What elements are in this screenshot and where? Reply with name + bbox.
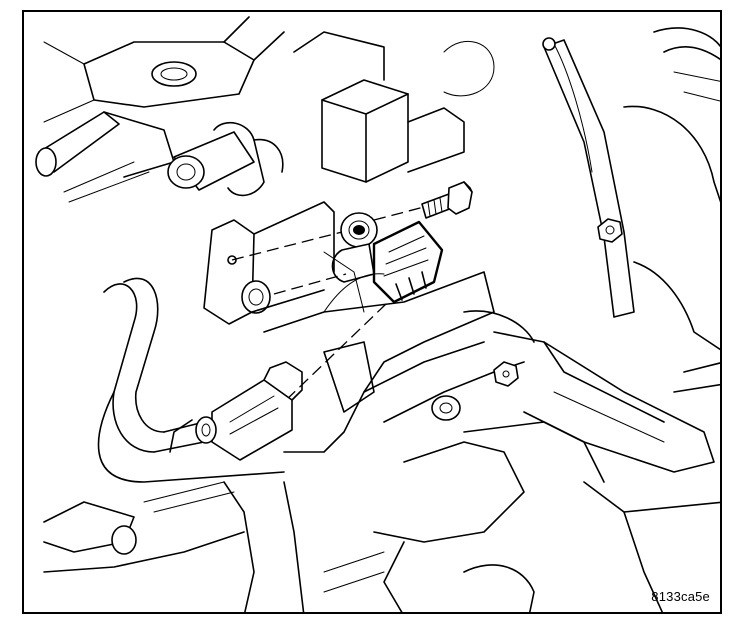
- wiring-harness: [97, 277, 285, 483]
- line-drawing: [35, 16, 720, 612]
- lower-left-frame: [43, 481, 305, 612]
- harness-connector: [169, 361, 303, 461]
- right-lever: [493, 331, 720, 473]
- left-arm: [35, 111, 175, 203]
- right-pipe: [542, 27, 720, 351]
- right-bolt: [597, 218, 623, 243]
- mounting-bolt: [421, 181, 473, 219]
- lower-right-frame: [323, 481, 720, 612]
- installation-lines: [231, 206, 425, 405]
- sensor-bracket: [203, 201, 335, 325]
- figure-identifier: 8133ca5e: [651, 589, 710, 604]
- upper-block: [293, 31, 495, 183]
- upper-left-bracket: [43, 16, 285, 123]
- upper-shaft: [167, 121, 284, 197]
- sensor: [331, 212, 444, 304]
- figure-frame: 8133ca5e: [22, 10, 722, 614]
- main-housing: [263, 251, 605, 543]
